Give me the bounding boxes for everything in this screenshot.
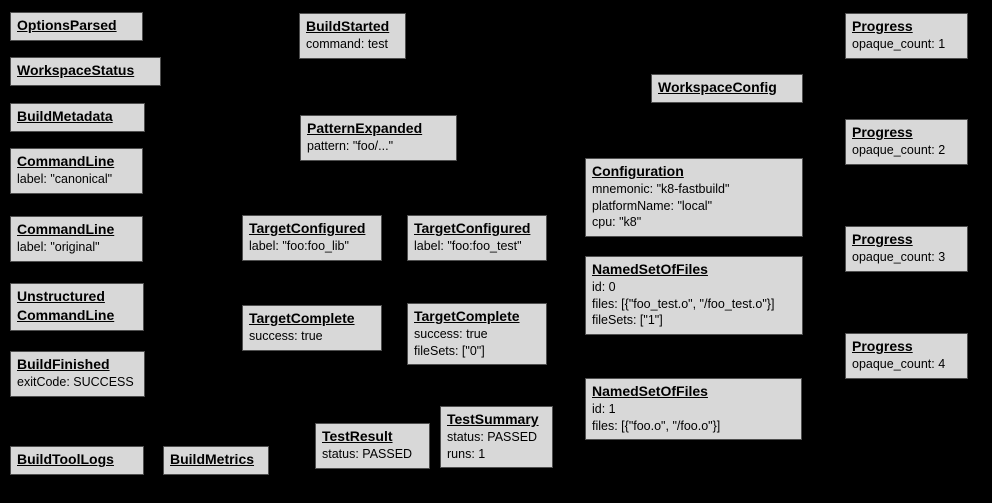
node-title: NamedSetOfFiles	[592, 261, 708, 277]
node-configuration: Configuration mnemonic: "k8-fastbuild" p…	[585, 158, 803, 237]
node-test-result: TestResult status: PASSED	[315, 423, 430, 469]
node-title: TargetComplete	[249, 310, 355, 326]
node-detail: exitCode: SUCCESS	[17, 375, 134, 389]
node-unstructured-command-line: Unstructured CommandLine	[10, 283, 144, 331]
node-command-line-original: CommandLine label: "original"	[10, 216, 143, 262]
node-title: NamedSetOfFiles	[592, 383, 708, 399]
node-pattern-expanded: PatternExpanded pattern: "foo/..."	[300, 115, 457, 161]
node-title: TargetConfigured	[414, 220, 531, 236]
node-detail: opaque_count: 4	[852, 357, 946, 371]
node-detail: success: true	[414, 327, 488, 341]
node-detail: id: 1	[592, 402, 616, 416]
node-progress-3: Progress opaque_count: 3	[845, 226, 968, 272]
node-workspace-config: WorkspaceConfig	[651, 74, 803, 103]
node-title: TestSummary	[447, 411, 539, 427]
node-detail: opaque_count: 2	[852, 143, 946, 157]
node-title: Progress	[852, 124, 913, 140]
node-title: Progress	[852, 231, 913, 247]
node-title: Progress	[852, 338, 913, 354]
node-target-complete-foo-test: TargetComplete success: true fileSets: […	[407, 303, 547, 365]
node-named-set-of-files-1: NamedSetOfFiles id: 1 files: [{"foo.o", …	[585, 378, 802, 440]
node-title: Progress	[852, 18, 913, 34]
node-detail: label: "original"	[17, 240, 100, 254]
node-detail: success: true	[249, 329, 323, 343]
node-detail: pattern: "foo/..."	[307, 139, 394, 153]
node-detail: cpu: "k8"	[592, 215, 642, 229]
node-title: WorkspaceConfig	[658, 79, 777, 95]
node-title: Unstructured CommandLine	[17, 288, 115, 323]
node-command-line-canonical: CommandLine label: "canonical"	[10, 148, 143, 194]
node-options-parsed: OptionsParsed	[10, 12, 143, 41]
node-title: BuildToolLogs	[17, 451, 114, 467]
node-detail: fileSets: ["0"]	[414, 343, 485, 358]
node-title: Configuration	[592, 163, 684, 179]
node-build-tool-logs: BuildToolLogs	[10, 446, 144, 475]
node-title: OptionsParsed	[17, 17, 117, 33]
node-target-configured-foo-lib: TargetConfigured label: "foo:foo_lib"	[242, 215, 382, 261]
node-detail: opaque_count: 1	[852, 37, 946, 51]
node-named-set-of-files-0: NamedSetOfFiles id: 0 files: [{"foo_test…	[585, 256, 803, 335]
node-title: TargetConfigured	[249, 220, 366, 236]
node-title: TargetComplete	[414, 308, 520, 324]
node-progress-1: Progress opaque_count: 1	[845, 13, 968, 59]
node-test-summary: TestSummary status: PASSED runs: 1	[440, 406, 553, 468]
node-detail: label: "foo:foo_test"	[414, 239, 522, 253]
node-detail: files: [{"foo.o", "/foo.o"}]	[592, 418, 721, 433]
node-title: TestResult	[322, 428, 393, 444]
node-build-metadata: BuildMetadata	[10, 103, 145, 132]
node-title: PatternExpanded	[307, 120, 423, 136]
node-build-started: BuildStarted command: test	[299, 13, 406, 59]
node-detail: status: PASSED	[447, 430, 538, 444]
node-title: CommandLine	[17, 221, 115, 237]
node-build-metrics: BuildMetrics	[163, 446, 269, 475]
node-detail: mnemonic: "k8-fastbuild"	[592, 182, 730, 196]
node-detail: runs: 1	[447, 446, 486, 461]
node-title: BuildStarted	[306, 18, 390, 34]
node-detail: opaque_count: 3	[852, 250, 946, 264]
node-detail: files: [{"foo_test.o", "/foo_test.o"}]	[592, 296, 775, 311]
node-target-complete-foo-lib: TargetComplete success: true	[242, 305, 382, 351]
node-detail: platformName: "local"	[592, 198, 713, 213]
node-detail: fileSets: ["1"]	[592, 313, 663, 327]
node-title: CommandLine	[17, 153, 115, 169]
node-build-finished: BuildFinished exitCode: SUCCESS	[10, 351, 145, 397]
node-progress-2: Progress opaque_count: 2	[845, 119, 968, 165]
node-progress-4: Progress opaque_count: 4	[845, 333, 968, 379]
node-title: BuildMetadata	[17, 108, 113, 124]
node-title: BuildFinished	[17, 356, 110, 372]
node-target-configured-foo-test: TargetConfigured label: "foo:foo_test"	[407, 215, 547, 261]
node-detail: id: 0	[592, 280, 616, 294]
node-detail: status: PASSED	[322, 447, 413, 461]
node-detail: label: "foo:foo_lib"	[249, 239, 349, 253]
node-title: WorkspaceStatus	[17, 62, 135, 78]
node-title: BuildMetrics	[170, 451, 255, 467]
node-detail: label: "canonical"	[17, 172, 113, 186]
node-workspace-status: WorkspaceStatus	[10, 57, 161, 86]
node-detail: command: test	[306, 37, 388, 51]
